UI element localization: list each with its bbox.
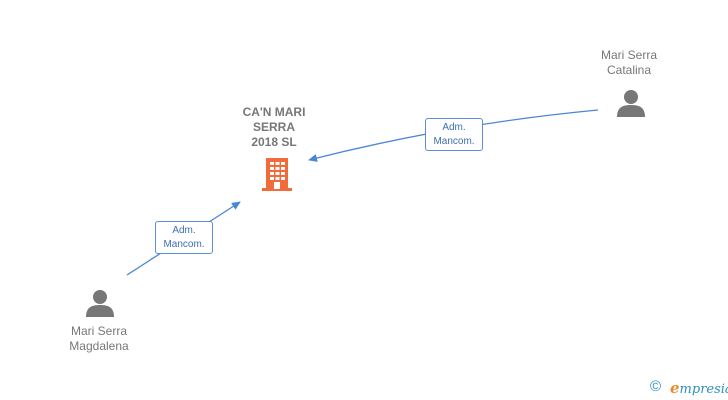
relation-label-magdalena[interactable]: Adm. Mancom. xyxy=(155,221,213,254)
person-icon[interactable] xyxy=(616,88,646,118)
person-icon[interactable] xyxy=(85,288,115,318)
relation-label-catalina[interactable]: Adm. Mancom. xyxy=(425,118,483,151)
brand-rest: mpresia xyxy=(679,382,728,397)
person-name-magdalena[interactable]: Mari Serra Magdalena xyxy=(69,324,129,353)
relation-label-line1: Adm. xyxy=(442,122,466,133)
building-icon[interactable] xyxy=(261,157,293,191)
brand-logo[interactable]: empresia xyxy=(670,379,728,397)
company-name[interactable]: CA'N MARI SERRA 2018 SL xyxy=(242,105,306,149)
relation-label-line2: Mancom. xyxy=(163,239,205,250)
person-name-catalina[interactable]: Mari Serra Catalina xyxy=(600,48,657,77)
brand-initial: e xyxy=(670,379,680,397)
relation-label-line2: Mancom. xyxy=(433,136,475,147)
relation-label-line1: Adm. xyxy=(172,225,196,236)
copyright-icon: © xyxy=(650,378,662,395)
